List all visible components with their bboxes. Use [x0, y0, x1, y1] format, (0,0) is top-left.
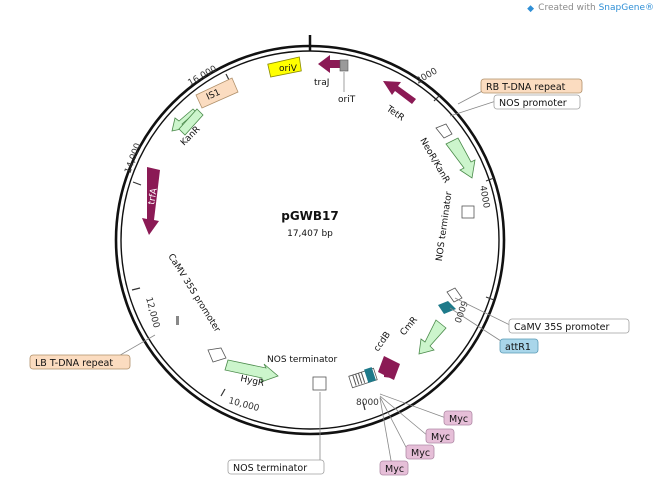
callout-nos-promoter[interactable]: NOS promoter	[493, 94, 581, 110]
tick-label-4000: 4000	[477, 185, 491, 210]
NOS-terminator-bottom-label: NOS terminator	[267, 355, 338, 365]
CaMV-inner-label: CaMV 35S promoter	[165, 252, 222, 334]
camv-inner-marker	[176, 316, 179, 325]
camv-promoter-arrow[interactable]	[446, 287, 463, 303]
callout-attR1[interactable]: attR1	[499, 338, 539, 354]
snapgene-credit: ◆Created with SnapGene®	[527, 3, 654, 14]
rb-label: RB T-DNA repeat	[486, 82, 566, 93]
CmR-label: CmR	[399, 315, 420, 338]
callout-myc-1[interactable]: Myc	[443, 410, 473, 426]
nos-terminator-bottom-box[interactable]	[312, 376, 327, 391]
callout-leaders	[109, 86, 511, 467]
NOS-terminator-right-label: NOS terminator	[435, 191, 455, 262]
feature-trfA[interactable]: trfA	[142, 167, 160, 235]
snapgene-logo-icon: ◆	[527, 4, 535, 14]
tick-label-6000: 6000	[451, 299, 468, 324]
tick-label-8000: 8000	[356, 398, 379, 408]
nos-terminator-right-box[interactable]	[461, 205, 475, 219]
tick-label-2000: 2000	[415, 66, 440, 86]
lb-label: LB T-DNA repeat	[35, 358, 113, 369]
callout-lb-t-dna-repeat[interactable]: LB T-DNA repeat	[29, 354, 131, 370]
feature-ccdB[interactable]: ccdB	[372, 330, 400, 380]
TetR-label: TetR	[383, 104, 405, 124]
callout-nos-terminator[interactable]: NOS terminator	[227, 459, 325, 475]
myc-label-4: Myc	[385, 464, 404, 475]
myc-label-1: Myc	[449, 414, 468, 425]
oriT-label: oriT	[338, 95, 356, 105]
myc-tag-stack	[348, 367, 378, 389]
feature-CmR[interactable]: CmR	[399, 315, 447, 355]
tick-label-10000: 10,000	[227, 396, 260, 414]
callout-myc-4[interactable]: Myc	[379, 460, 409, 476]
myc-label-2: Myc	[431, 432, 450, 443]
traJ-label: traJ	[314, 78, 329, 88]
callout-myc-3[interactable]: Myc	[405, 444, 435, 460]
HygR-label: HygR	[239, 374, 265, 389]
feature-attR1[interactable]	[438, 301, 456, 314]
nos-promoter-label: NOS promoter	[499, 98, 567, 109]
feature-traJ[interactable]: traJ	[314, 55, 349, 88]
feature-TetR[interactable]: TetR	[383, 81, 416, 124]
camv-promoter-left-arrow[interactable]	[207, 347, 227, 363]
plasmid-size: 17,407 bp	[287, 229, 333, 239]
ccdB-label: ccdB	[372, 330, 393, 354]
tick-label-14000: 14,000	[123, 142, 143, 175]
feature-KanR[interactable]: KanR	[171, 108, 204, 148]
feature-HygR[interactable]: HygR	[224, 359, 279, 389]
nos-terminator-label: NOS terminator	[233, 463, 307, 474]
callout-rb-t-dna-repeat[interactable]: RB T-DNA repeat	[480, 78, 583, 94]
callout-camv-35s-promoter[interactable]: CaMV 35S promoter	[508, 318, 630, 334]
feature-oriV[interactable]: oriV	[267, 56, 302, 78]
feature-IS1[interactable]: IS1	[195, 77, 239, 109]
plasmid-name: pGWB17	[281, 209, 339, 223]
credit-prefix: Created with	[538, 3, 599, 13]
myc-label-3: Myc	[411, 448, 430, 459]
trfA-label: trfA	[147, 187, 160, 206]
callout-myc-2[interactable]: Myc	[425, 428, 455, 444]
oriV-label: oriV	[279, 64, 298, 74]
credit-brand: SnapGene®	[598, 3, 654, 13]
attR1-label: attR1	[505, 342, 531, 353]
tick-label-12000: 12,000	[143, 296, 161, 329]
camv-label: CaMV 35S promoter	[514, 322, 609, 333]
